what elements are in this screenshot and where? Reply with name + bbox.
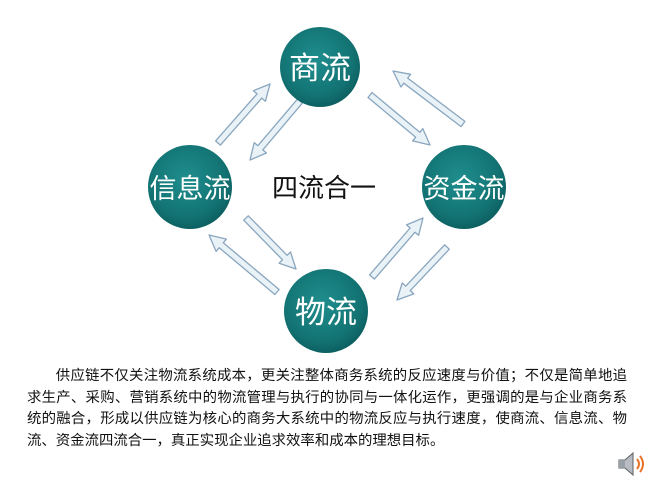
node-top: 商流 [280,27,360,107]
node-bottom: 物流 [284,269,368,353]
node-left-label: 信息流 [150,174,231,205]
arrow-right-to-bottom [396,244,450,301]
node-top-label: 商流 [289,51,351,87]
arrow-top-to-left [249,98,304,161]
node-right: 资金流 [422,145,506,229]
arrow-left-to-top [214,83,271,146]
node-left-circle [148,145,232,229]
description-paragraph: 供应链不仅关注物流系统成本，更关注整体商务系统的反应速度与价值；不仅是简单地追求… [27,368,627,449]
speaker-icon[interactable] [615,449,649,479]
arrow-right-to-top [392,70,466,128]
node-right-circle [422,145,506,229]
arrow-bottom-to-left [208,234,280,296]
arrows-group [208,70,466,301]
node-right-label: 资金流 [424,174,505,205]
arrow-bottom-to-right [368,217,424,280]
node-left: 信息流 [148,145,232,229]
arrow-top-to-right [367,91,431,146]
node-bottom-circle [284,269,368,353]
node-top-circle [280,27,360,107]
node-bottom-label: 物流 [295,295,357,331]
center-label: 四流合一 [272,174,376,204]
four-flows-diagram: 商流 信息流 资金流 物流 四流合一 [148,27,506,353]
arrow-left-to-bottom [243,215,297,270]
